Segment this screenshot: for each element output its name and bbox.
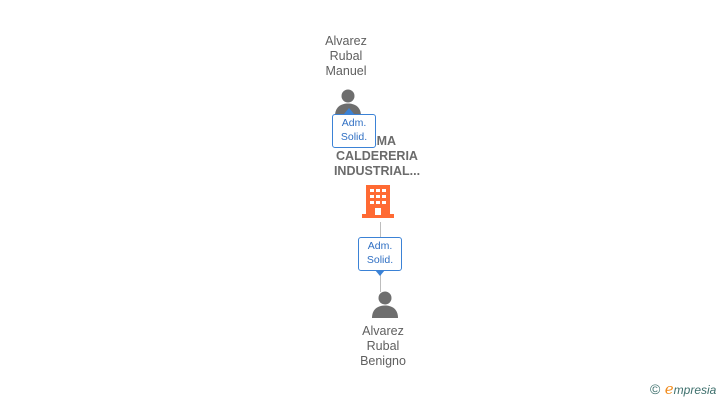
bottom-role-badge[interactable]: Adm. Solid.	[358, 237, 402, 271]
brand-name: mpresia	[673, 383, 717, 397]
empresia-watermark: © empresia	[650, 380, 726, 398]
building-icon[interactable]	[362, 184, 394, 218]
bottom-person-name[interactable]: Alvarez Rubal Benigno	[360, 324, 406, 368]
top-person-name[interactable]: Alvarez Rubal Manuel	[325, 34, 367, 78]
bottom-role-pointer	[375, 270, 385, 276]
brand-initial: e	[664, 380, 674, 398]
person-icon	[371, 290, 399, 318]
top-role-badge[interactable]: Adm. Solid.	[332, 114, 376, 148]
copyright-icon: ©	[650, 381, 661, 397]
top-role-pointer	[344, 108, 354, 114]
